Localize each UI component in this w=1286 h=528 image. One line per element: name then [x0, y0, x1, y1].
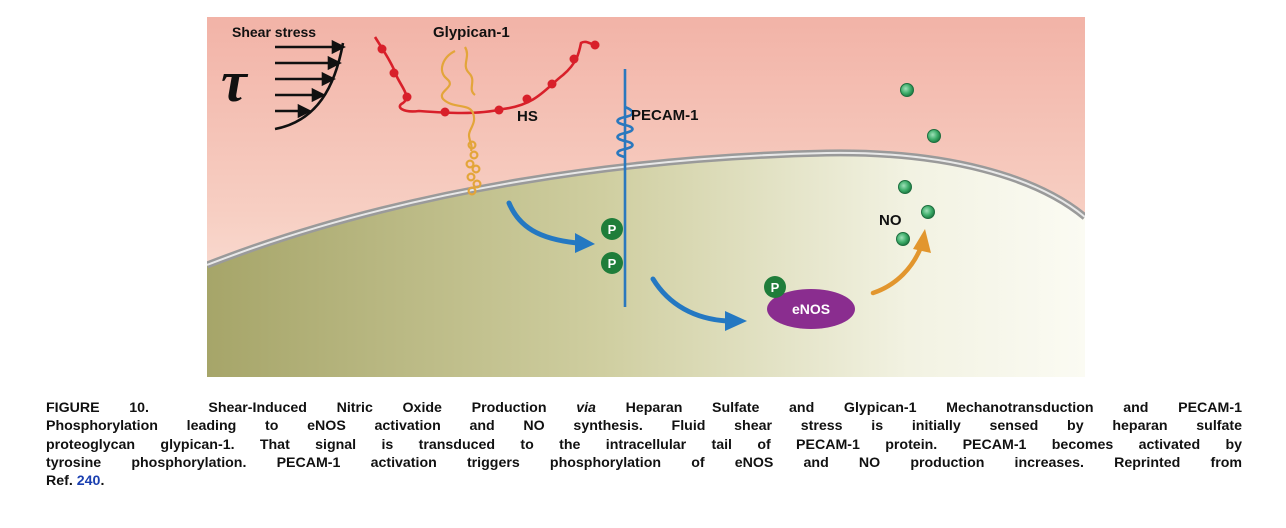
hs-bead [389, 68, 399, 78]
caption-line-3: proteoglycan glypican-1. That signal is … [46, 436, 1242, 453]
hs-bead [402, 92, 412, 102]
glypican-label: Glypican-1 [433, 24, 510, 41]
pecam-label: PECAM-1 [631, 107, 699, 124]
hs-bead [590, 40, 600, 50]
pecam-1-protein [616, 69, 634, 307]
shear-flow-arrows [274, 39, 346, 131]
caption-line-4: tyrosine phosphorylation. PECAM-1 activa… [46, 454, 1242, 471]
flow-arrow-head-4 [311, 87, 326, 103]
reference-suffix: . [100, 473, 105, 490]
hs-label: HS [517, 108, 538, 125]
no-production-arrow [870, 229, 931, 296]
hs-bead [569, 54, 579, 64]
hs-bead [440, 107, 450, 117]
flow-arrow-head-5 [297, 103, 312, 119]
figure-caption: FIGURE 10. Shear-Induced Nitric Oxide Pr… [46, 399, 1242, 490]
signal-arrow-glypican-to-pecam [506, 200, 595, 253]
phospho-label: P [608, 256, 617, 271]
no-molecule [898, 180, 912, 194]
flow-arrow-head-2 [327, 55, 342, 71]
pecam-phospho-2: P [601, 252, 623, 274]
tau-symbol: τ [221, 49, 249, 114]
flow-arrow-head-3 [321, 71, 336, 87]
caption-title-via: via [576, 400, 596, 416]
no-molecule [921, 205, 935, 219]
hs-bead [377, 44, 387, 54]
pecam-phospho-1: P [601, 218, 623, 240]
reference-link[interactable]: 240 [76, 473, 101, 490]
hs-bead [494, 105, 504, 115]
mechanotransduction-diagram: Shear stress τ Glypican-1 [207, 17, 1085, 377]
cytoplasm-region [207, 152, 1085, 377]
figure-diagram: Shear stress τ Glypican-1 [207, 17, 1085, 377]
caption-title-part-2: Heparan Sulfate and Glypican-1 Mechanotr… [625, 400, 1242, 416]
shear-stress-label: Shear stress [232, 24, 316, 40]
reference-prefix: Ref. [46, 473, 73, 490]
no-molecule [896, 232, 910, 246]
glypican-core-protein [440, 46, 482, 196]
caption-line-5: Ref. 240. [46, 472, 1242, 490]
velocity-profile-curve [274, 42, 345, 131]
caption-line-1: FIGURE 10. Shear-Induced Nitric Oxide Pr… [46, 399, 1242, 417]
signal-arrow-pecam-to-enos [650, 276, 747, 331]
plasma-membrane-highlight [207, 151, 1085, 266]
phospho-label: P [771, 280, 780, 295]
no-molecule [927, 129, 941, 143]
enos-label: eNOS [792, 301, 830, 317]
caption-line-2: Phosphorylation leading to eNOS activati… [46, 418, 1242, 435]
hs-bead [547, 79, 557, 89]
enos-enzyme: eNOS P [764, 276, 855, 329]
caption-title-part-1: Shear-Induced Nitric Oxide Production [208, 400, 547, 416]
nitric-oxide-molecules [896, 83, 941, 246]
figure-number: FIGURE 10. [46, 400, 149, 416]
hs-bead [522, 94, 532, 104]
no-label: NO [879, 212, 902, 229]
phospho-label: P [608, 222, 617, 237]
heparan-sulfate-chain [373, 36, 600, 117]
enos-phospho [764, 276, 786, 298]
flow-arrow-head-1 [331, 39, 346, 55]
no-molecule [900, 83, 914, 97]
